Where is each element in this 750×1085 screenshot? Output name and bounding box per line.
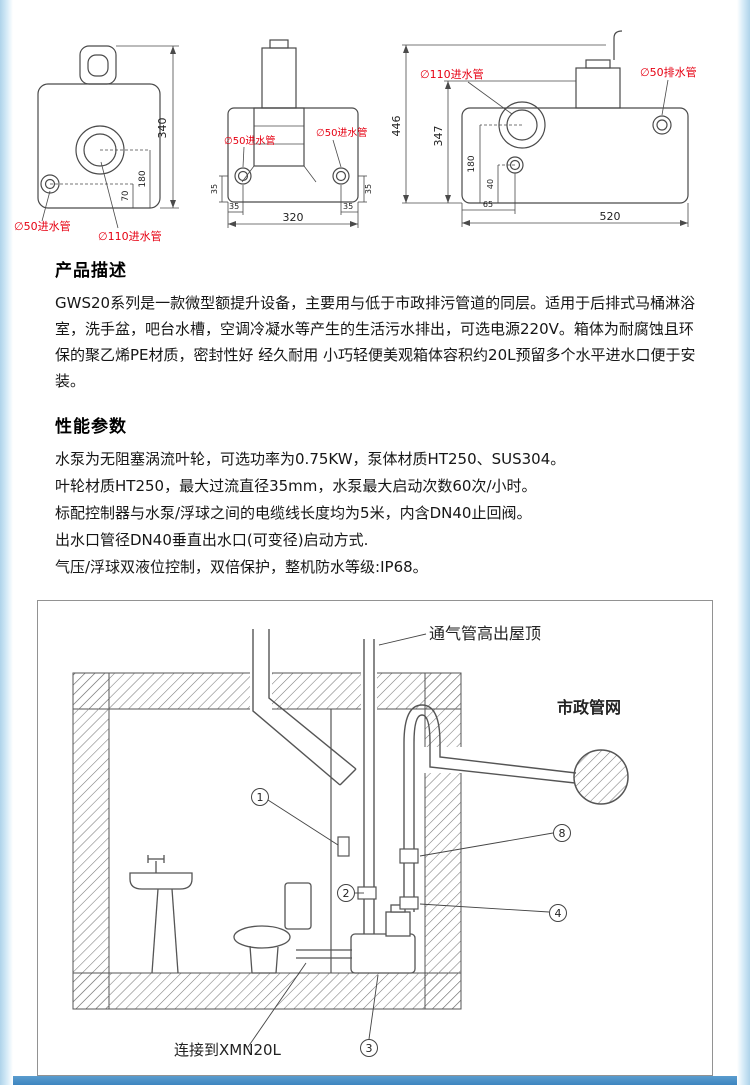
label-inlet110-view1: ∅110进水管 (98, 229, 162, 243)
municipal-network-label: 市政管网 (557, 698, 621, 717)
dim-446: 446 (390, 116, 403, 137)
dim-180: 180 (138, 170, 148, 187)
drawing-side-view (402, 30, 689, 227)
drain-stack-pipe (252, 629, 357, 786)
dim-65: 65 (483, 200, 493, 209)
callout-markers (251, 788, 571, 1057)
product-description-section: 产品描述 GWS20系列是一款微型额提升设备，主要用与低于市政排污管道的同层。适… (55, 256, 703, 394)
vent-pipe (363, 639, 375, 934)
page-left-edge-accent (0, 0, 13, 1085)
performance-section: 性能参数 水泵为无阻塞涡流叶轮，可选功率为0.75KW，泵体材质HT250、SU… (55, 412, 703, 581)
installation-diagram-box: 1 2 3 4 8 通气管高出屋顶 市政管网 连接到XMN20L (37, 600, 713, 1076)
label-inlet50-right-view2: ∅50进水管 (316, 126, 367, 139)
dim-320: 320 (283, 211, 304, 224)
connect-label: 连接到XMN20L (174, 1041, 282, 1059)
vent-pipe-label: 通气管高出屋顶 (429, 624, 541, 643)
municipal-sewer-pipe (573, 749, 629, 805)
dim-35-vright: 35 (364, 184, 373, 194)
performance-line: 水泵为无阻塞涡流叶轮，可选功率为0.75KW，泵体材质HT250、SUS304。 (55, 450, 566, 468)
callout-1: 1 (257, 791, 264, 804)
bottom-accent-band (13, 1076, 737, 1085)
label-outlet50-view3: ∅50排水管 (640, 65, 697, 79)
dim-347: 347 (432, 126, 445, 147)
basement-walls (72, 672, 462, 1010)
dim-70: 70 (121, 191, 131, 202)
performance-line: 标配控制器与水泵/浮球之间的电缆线长度均为5米，内含DN40止回阀。 (55, 504, 532, 522)
description-body: GWS20系列是一款微型额提升设备，主要用与低于市政排污管道的同层。适用于后排式… (55, 294, 696, 390)
dim-35-bleft: 35 (229, 202, 239, 211)
toilet (233, 882, 312, 974)
callout-8: 8 (559, 827, 566, 840)
performance-heading: 性能参数 (55, 417, 127, 437)
dim-520: 520 (600, 210, 621, 223)
drawing-front-view-pump (219, 39, 367, 228)
callout-2: 2 (343, 887, 350, 900)
dim-340: 340 (156, 118, 169, 139)
performance-line: 叶轮材质HT250，最大过流直径35mm，水泵最大启动次数60次/小时。 (55, 477, 537, 495)
dim-35-vleft: 35 (210, 184, 219, 194)
dim-180-side: 180 (467, 155, 477, 172)
label-inlet50-view1: ∅50进水管 (14, 219, 71, 233)
performance-line: 出水口管径DN40垂直出水口(可变径)启动方式. (55, 531, 369, 549)
installation-diagram: 1 2 3 4 8 通气管高出屋顶 市政管网 连接到XMN20L (72, 624, 629, 1059)
page-right-edge-accent (737, 0, 750, 1085)
technical-drawings: 340 180 70 ∅50进水管 ∅110进水管 (14, 30, 697, 243)
callout-4: 4 (555, 907, 562, 920)
drawing-front-view-small (37, 45, 179, 229)
dim-35-bright: 35 (343, 202, 353, 211)
dim-40: 40 (486, 179, 495, 189)
pipe-fittings (337, 836, 419, 910)
toilet-outlet-pipe (296, 949, 352, 959)
sink (129, 855, 193, 974)
callout-3: 3 (366, 1042, 373, 1055)
performance-line: 气压/浮球双液位控制，双倍保护，整机防水等级:IP68。 (55, 558, 428, 576)
label-inlet50-left-view2: ∅50进水管 (224, 134, 275, 147)
description-heading: 产品描述 (55, 261, 127, 281)
lifting-pump-unit (350, 904, 416, 974)
label-inlet110-view3: ∅110进水管 (420, 67, 484, 81)
leader-lines (247, 633, 554, 1048)
discharge-pipe (403, 704, 577, 912)
